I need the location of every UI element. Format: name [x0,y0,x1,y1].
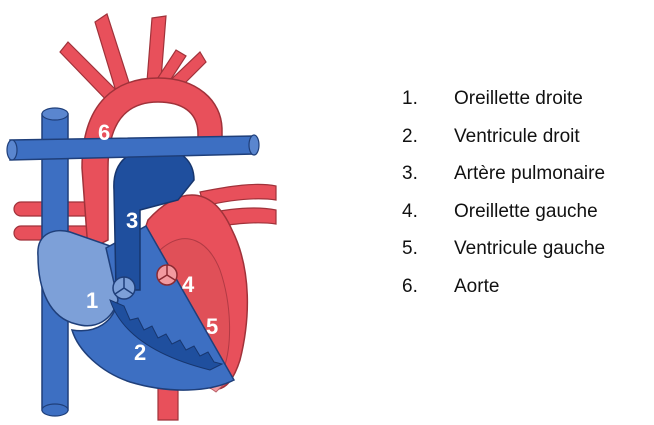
legend-item: 5.Ventricule gauche [402,230,605,268]
pulmonary-valve [113,277,135,299]
heart-diagram: 6 3 4 1 5 2 [0,0,360,425]
pulmonary-branch-left-end [7,140,17,160]
aortic-valve [157,265,177,285]
vena-cava-bottom [42,404,68,416]
legend-label: Ventricule droit [454,126,580,147]
legend-label: Artère pulmonaire [454,163,605,184]
legend-item: 1.Oreillette droite [402,80,605,118]
marker-5: 5 [206,314,218,339]
legend-item: 6.Aorte [402,268,605,306]
legend-label: Oreillette droite [454,88,583,109]
legend-number: 2. [402,118,454,156]
legend-number: 5. [402,230,454,268]
legend-item: 4.Oreillette gauche [402,193,605,231]
legend-label: Aorte [454,276,499,297]
legend-number: 6. [402,268,454,306]
legend-number: 1. [402,80,454,118]
legend: 1.Oreillette droite 2.Ventricule droit 3… [402,80,605,305]
marker-6: 6 [98,120,110,145]
marker-4: 4 [182,272,195,297]
legend-number: 4. [402,193,454,231]
marker-1: 1 [86,288,98,313]
legend-number: 3. [402,155,454,193]
vena-cava-top [42,108,68,120]
marker-2: 2 [134,340,146,365]
legend-item: 3.Artère pulmonaire [402,155,605,193]
legend-item: 2.Ventricule droit [402,118,605,156]
pulmonary-branch [10,136,254,160]
pulmonary-branch-right-end [249,135,259,155]
legend-label: Oreillette gauche [454,201,598,222]
legend-label: Ventricule gauche [454,238,605,259]
marker-3: 3 [126,208,138,233]
